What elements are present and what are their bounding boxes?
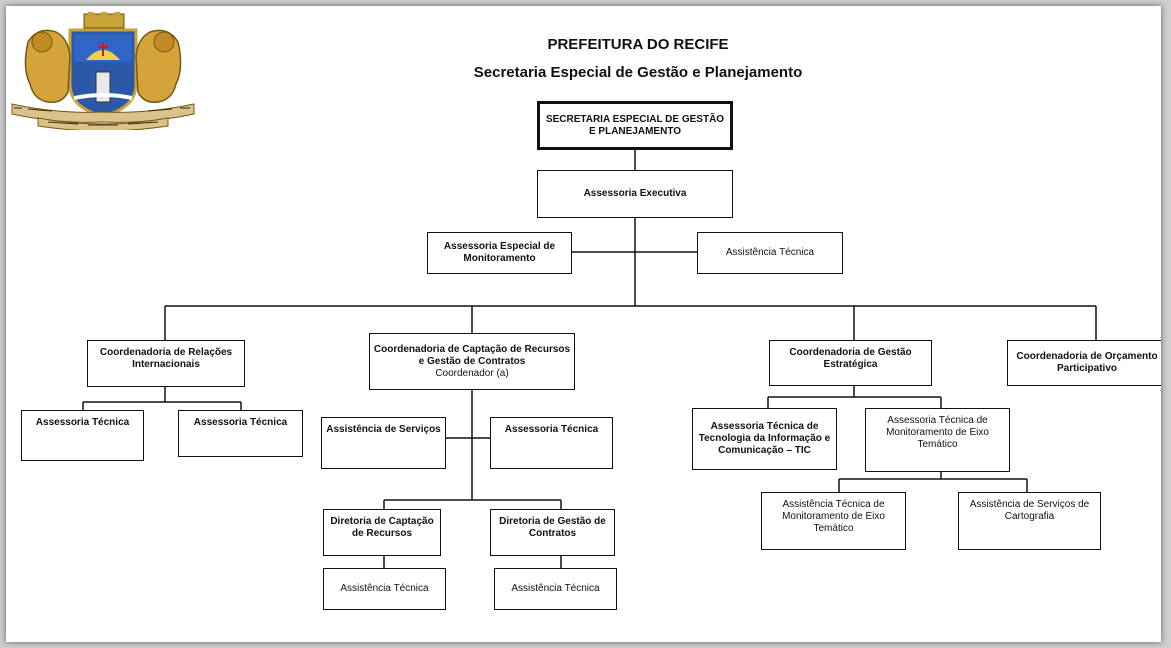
box-relacoes-assessoria-tecnica-1: Assessoria Técnica	[21, 410, 144, 461]
box-coord-gestao-estrategica: Coordenadoria de Gestão Estratégica	[769, 340, 932, 386]
coord-captacao-role: Coordenador (a)	[435, 367, 509, 379]
box-coord-captacao: Coordenadoria de Captação de Recursos e …	[369, 333, 575, 390]
box-assistencia-de-servicos: Assistência de Serviços	[321, 417, 446, 469]
box-gestao-cartografia: Assistência de Serviços de Cartografia	[958, 492, 1101, 550]
box-captacao-assessoria-tecnica: Assessoria Técnica	[490, 417, 613, 469]
box-assessoria-executiva: Assessoria Executiva	[537, 170, 733, 218]
recife-coat-of-arms-icon	[11, 12, 195, 130]
box-gestao-tic: Assessoria Técnica de Tecnologia da Info…	[692, 408, 837, 470]
box-diretoria-captacao-assistencia: Assistência Técnica	[323, 568, 446, 610]
box-diretoria-contratos: Diretoria de Gestão de Contratos	[490, 509, 615, 556]
box-gestao-monitoramento: Assessoria Técnica de Monitoramento de E…	[865, 408, 1010, 472]
coord-captacao-title: Coordenadoria de Captação de Recursos e …	[373, 343, 571, 367]
box-gestao-assistencia-monitoramento: Assistência Técnica de Monitoramento de …	[761, 492, 906, 550]
box-assistencia-tecnica-top: Assistência Técnica	[697, 232, 843, 274]
box-coord-orcamento-participativo: Coordenadoria de Orçamento Participativo	[1007, 340, 1161, 386]
box-secretaria: SECRETARIA ESPECIAL DE GESTÃO E PLANEJAM…	[537, 101, 733, 150]
org-chart-page: PREFEITURA DO RECIFE Secretaria Especial…	[6, 6, 1161, 642]
page-subtitle: Secretaria Especial de Gestão e Planejam…	[473, 64, 803, 81]
connector-lines	[82, 149, 1097, 568]
box-diretoria-contratos-assistencia: Assistência Técnica	[494, 568, 617, 610]
box-relacoes-assessoria-tecnica-2: Assessoria Técnica	[178, 410, 303, 457]
box-diretoria-captacao: Diretoria de Captação de Recursos	[323, 509, 441, 556]
box-assessoria-especial-monitoramento: Assessoria Especial de Monitoramento	[427, 232, 572, 274]
page-title: PREFEITURA DO RECIFE	[547, 36, 729, 53]
box-coord-relacoes-internacionais: Coordenadoria de Relações Internacionais	[87, 340, 245, 387]
